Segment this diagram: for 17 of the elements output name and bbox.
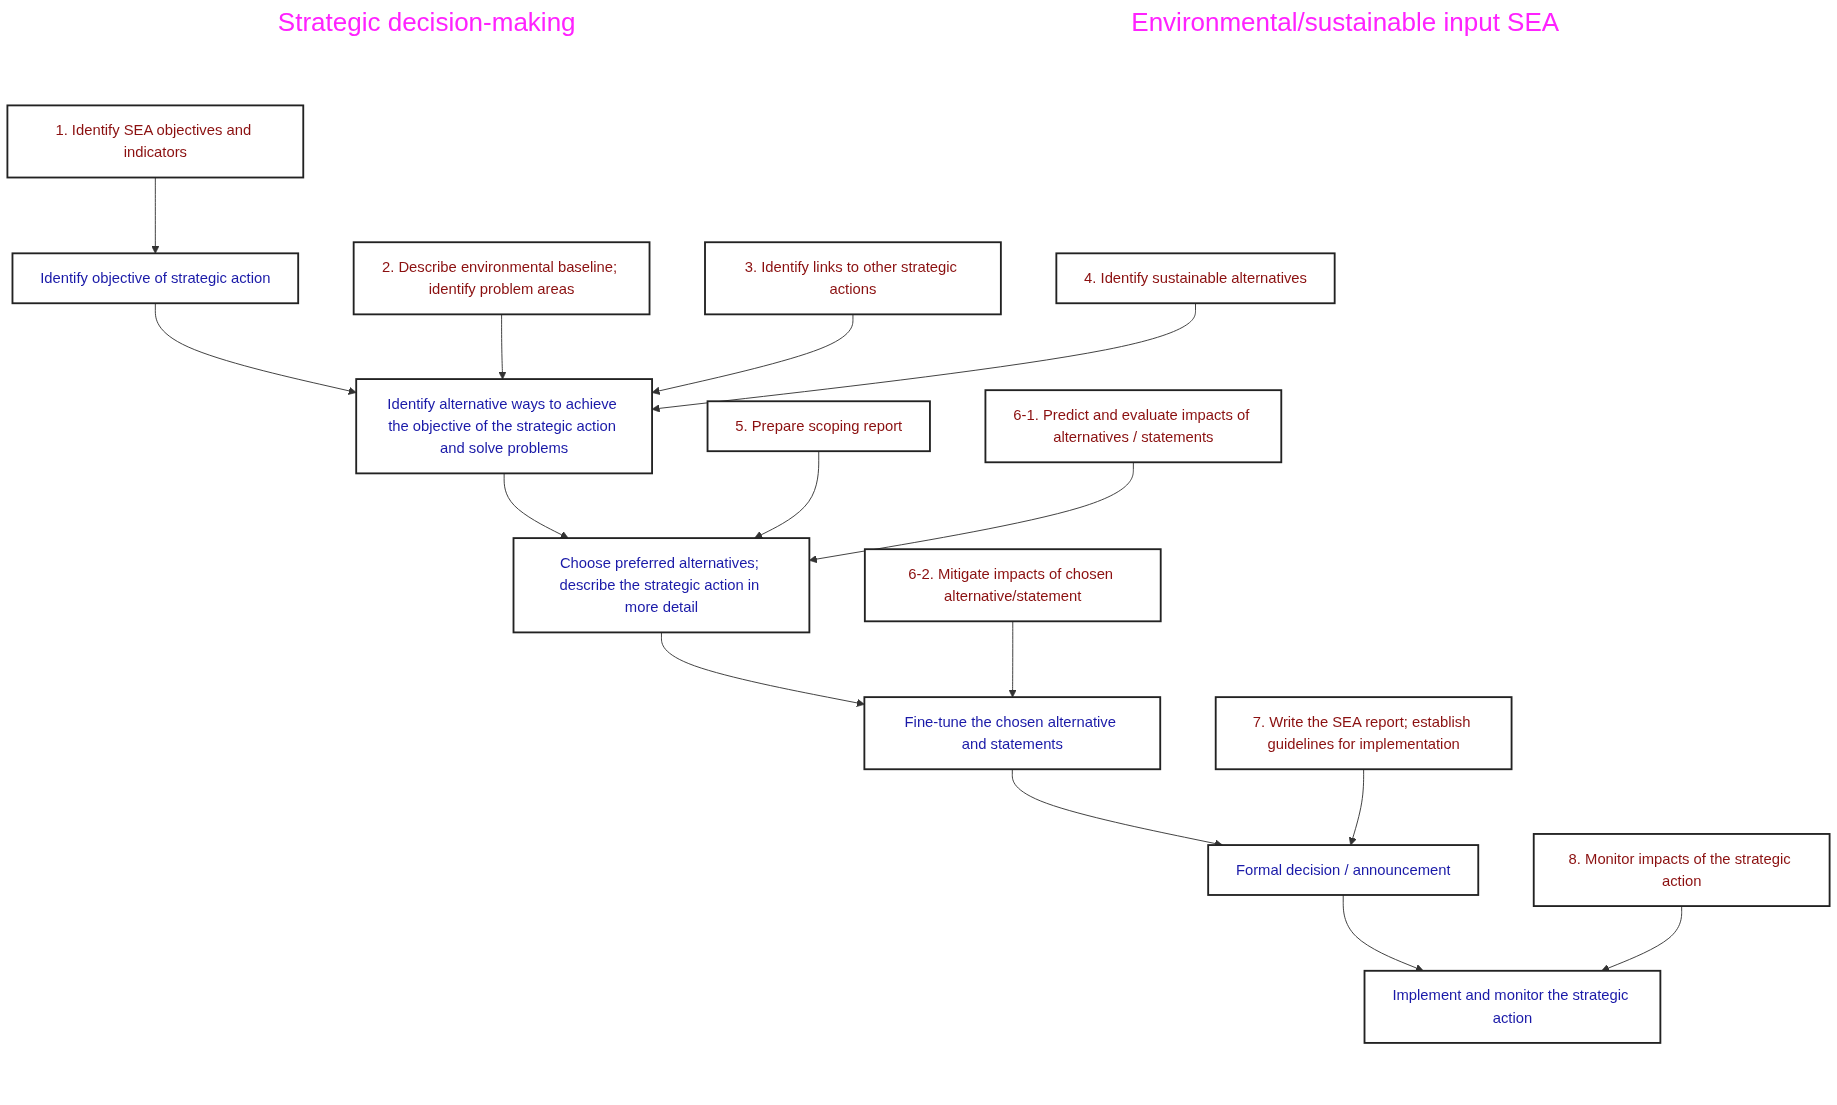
node-box: 5. Prepare scoping report bbox=[706, 400, 931, 453]
node-box: 6-2. Mitigate impacts of chosen alternative/statement bbox=[863, 548, 1162, 623]
column-heading: Strategic decision-making bbox=[277, 6, 576, 38]
node-box: 2. Describe environmental baseline; identify problem areas bbox=[352, 241, 651, 316]
node-box: 4. Identify sustainable alternatives bbox=[1055, 252, 1336, 305]
node-box: Implement and monitor the strategic action bbox=[1363, 970, 1662, 1045]
column-heading: Environmental/sustainable input SEA bbox=[1131, 6, 1560, 38]
node-box: Choose preferred alternatives; describe the strategic action in more detail bbox=[512, 537, 811, 634]
node-box: 6-1. Predict and evaluate impacts of alternatives / statements bbox=[984, 389, 1283, 464]
node-box: Identify alternative ways to achieve the objective of the strategic action and solve problems bbox=[355, 378, 653, 475]
node-box: Formal decision / announcement bbox=[1207, 844, 1480, 897]
node-box: 1. Identify SEA objectives and indicators bbox=[6, 104, 305, 179]
node-box: 8. Monitor impacts of the strategic action bbox=[1532, 833, 1831, 908]
node-box: Fine-tune the chosen alternative and statements bbox=[863, 696, 1162, 771]
node-box: Identify objective of strategic action bbox=[11, 252, 300, 305]
node-box: 3. Identify links to other strategic actions bbox=[704, 241, 1002, 316]
node-box: 7. Write the SEA report; establish guidelines for implementation bbox=[1214, 696, 1513, 771]
